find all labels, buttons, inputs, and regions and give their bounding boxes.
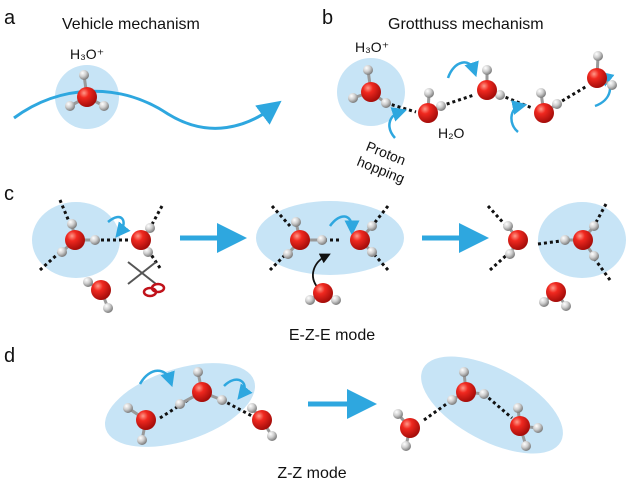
panel-a-title: Vehicle mechanism bbox=[62, 16, 200, 33]
water-molecule bbox=[175, 367, 227, 409]
hop-arrow bbox=[510, 100, 528, 133]
hydrogen-atom bbox=[65, 101, 75, 111]
water-molecule bbox=[83, 277, 113, 313]
water-molecule bbox=[305, 283, 341, 305]
hop-arrow bbox=[107, 215, 131, 238]
water-molecule bbox=[539, 282, 571, 311]
rotation-arrow bbox=[312, 253, 331, 289]
hop-arrow bbox=[328, 215, 360, 236]
water-molecule bbox=[283, 217, 327, 259]
water-molecule bbox=[350, 221, 377, 257]
water-molecule bbox=[123, 403, 156, 445]
hydrogen-bonds bbox=[423, 392, 513, 422]
panel-c: c bbox=[4, 183, 626, 344]
panel-d-letter: d bbox=[4, 345, 15, 367]
panel-a: a Vehicle mechanism H₃O⁺ bbox=[4, 7, 282, 130]
water-molecule bbox=[393, 409, 420, 451]
hydrogen-atom bbox=[79, 70, 89, 80]
hop-arrow bbox=[446, 60, 479, 79]
panel-c-letter: c bbox=[4, 183, 14, 205]
hydronium-molecule bbox=[560, 221, 599, 261]
panel-a-letter: a bbox=[4, 7, 16, 29]
water-molecule bbox=[477, 65, 505, 100]
water-molecule bbox=[447, 367, 489, 405]
hop-arrow bbox=[388, 107, 408, 139]
panel-b-water-label: H₂O bbox=[438, 125, 465, 141]
hydrogen-bonds bbox=[385, 84, 588, 114]
water-molecule bbox=[534, 88, 562, 123]
water-molecule bbox=[587, 51, 617, 90]
panel-b: b Grotthuss mechanism H₃O⁺ H₂O Proton ho… bbox=[322, 7, 617, 186]
water-molecule bbox=[247, 403, 277, 441]
hydronium-molecule bbox=[57, 219, 100, 257]
water-molecule bbox=[131, 223, 155, 257]
panel-a-species-label: H₃O⁺ bbox=[70, 46, 104, 62]
hydronium-molecule bbox=[348, 65, 391, 108]
panel-d-caption: Z-Z mode bbox=[277, 465, 346, 482]
panel-b-title: Grotthuss mechanism bbox=[388, 16, 544, 33]
zundel-halo bbox=[421, 356, 563, 454]
water-molecule bbox=[418, 88, 446, 123]
panel-b-species-label: H₃O⁺ bbox=[355, 39, 389, 55]
hop-arrow bbox=[223, 378, 253, 400]
panel-d: d bbox=[4, 345, 563, 482]
hydrogen-atom bbox=[99, 101, 109, 111]
hop-arrow bbox=[138, 369, 175, 388]
panel-b-letter: b bbox=[322, 7, 333, 29]
oxygen-atom bbox=[77, 87, 97, 107]
water-molecule bbox=[503, 221, 528, 259]
scissors-icon bbox=[127, 261, 166, 298]
water-molecule bbox=[510, 403, 543, 451]
panel-c-caption: E-Z-E mode bbox=[289, 327, 375, 344]
vehicle-path-arrow bbox=[13, 89, 282, 130]
hydronium-molecule bbox=[65, 70, 109, 111]
